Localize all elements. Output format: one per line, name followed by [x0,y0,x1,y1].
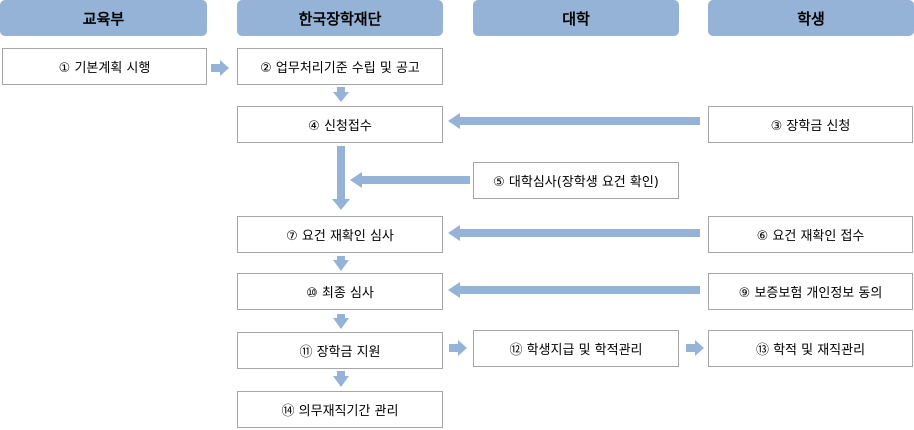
step-3-apply-scholarship: ③ 장학금 신청 [708,106,913,143]
arrow-9-to-10 [448,282,700,298]
arrow-12-to-13 [686,340,704,356]
arrow-1-to-2 [211,60,229,76]
step-2-criteria: ② 업무처리기준 수립 및 공고 [237,48,443,85]
step-5-university-review: ⑤ 대학심사(장학생 요건 확인) [473,162,679,199]
step-9-insurance-consent: ⑨ 보증보험 개인정보 동의 [708,273,913,310]
step-13-records-employment: ⑬ 학적 및 재직관리 [708,330,913,367]
arrow-11-to-12 [449,340,467,356]
arrow-6-to-7 [448,225,700,241]
arrow-3-to-4 [448,113,700,129]
header-moe: 교육부 [0,0,207,36]
step-10-final-review: ⑩ 최종 심사 [237,273,443,310]
arrow-11-to-14 [333,371,349,387]
header-university: 대학 [473,0,679,36]
step-6-recheck-intake: ⑥ 요건 재확인 접수 [708,216,913,253]
step-4-application-intake: ④ 신청접수 [237,106,443,143]
arrow-5-to-kosaf [350,172,470,188]
arrow-2-to-4 [333,87,349,102]
header-kosaf: 한국장학재단 [237,0,443,36]
step-11-scholarship-support: ⑪ 장학금 지원 [237,332,443,369]
header-student: 학생 [708,0,914,36]
step-14-service-period: ⑭ 의무재직기간 관리 [237,391,443,428]
arrow-7-to-10 [333,256,349,271]
step-7-recheck-review: ⑦ 요건 재확인 심사 [237,216,443,253]
arrow-4-to-7 [332,146,350,210]
step-12-payment-records: ⑫ 학생지급 및 학적관리 [473,330,679,367]
step-1-basic-plan: ① 기본계획 시행 [2,48,207,85]
arrow-10-to-11 [333,314,349,329]
